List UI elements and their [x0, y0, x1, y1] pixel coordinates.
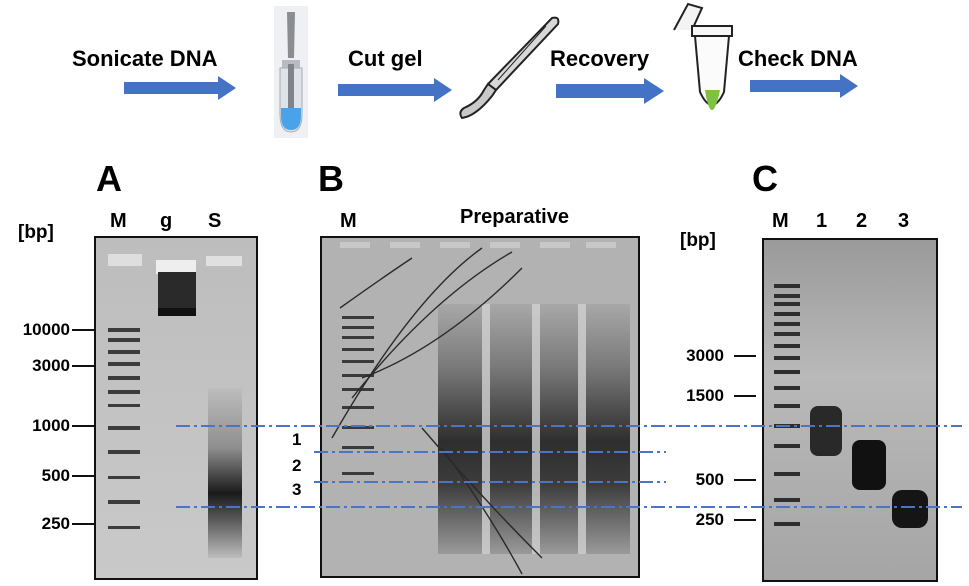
panel-a-marker-label: 500 [41, 466, 70, 485]
panel-b-slice-label: 2 [292, 456, 302, 475]
panel-a-lane-s: S [208, 210, 222, 232]
panel-a-letter: A [96, 158, 122, 199]
scalpel-icon [459, 16, 560, 120]
step-check-dna-label: Check DNA [738, 46, 858, 71]
panel-b-lane-m: M [340, 210, 357, 232]
panel-b-slice-label: 1 [292, 430, 302, 449]
panel-c-lane-m: M [772, 210, 789, 232]
workflow-arrow-icon [750, 74, 858, 98]
step-sonicate-label: Sonicate DNA [72, 46, 218, 71]
panel-c-letter: C [752, 158, 778, 199]
workflow-arrow-icon [124, 76, 236, 100]
sonicator-tube-icon [274, 6, 308, 138]
step-cut-gel-label: Cut gel [348, 46, 423, 71]
panel-a-marker-label: 1000 [32, 416, 70, 435]
workflow-arrow-icon [556, 78, 664, 104]
gel-a [94, 236, 258, 580]
workflow-arrow-icon [338, 78, 452, 102]
panel-c-marker-label: 250 [695, 510, 724, 529]
panel-c-lane-2: 2 [856, 210, 868, 232]
panel-b-letter: B [318, 158, 344, 199]
panel-a-tick-marks [72, 329, 94, 525]
microtube-icon [673, 2, 733, 110]
panel-a-marker-label: 3000 [32, 356, 70, 375]
panel-a-lane-m: M [110, 210, 127, 232]
panel-a-marker-label: 10000 [22, 320, 70, 339]
panel-b-title: Preparative [460, 206, 569, 228]
step-recovery-label: Recovery [550, 46, 650, 71]
panel-c-lane-3: 3 [898, 210, 910, 232]
panel-a-marker-label: 250 [41, 514, 70, 533]
gel-c [762, 238, 938, 582]
panel-a-lane-g: g [160, 210, 173, 232]
panel-b-slice-label: 3 [292, 480, 302, 499]
panel-c-lane-1: 1 [816, 210, 828, 232]
panel-c-tick-marks [734, 355, 756, 521]
panel-c-unit-label: [bp] [680, 230, 716, 251]
panel-c-marker-label: 500 [695, 470, 724, 489]
gel-b [320, 236, 640, 578]
panel-a-unit-label: [bp] [18, 222, 54, 243]
panel-c-marker-label: 1500 [686, 386, 724, 405]
panel-c-marker-label: 3000 [686, 346, 724, 365]
